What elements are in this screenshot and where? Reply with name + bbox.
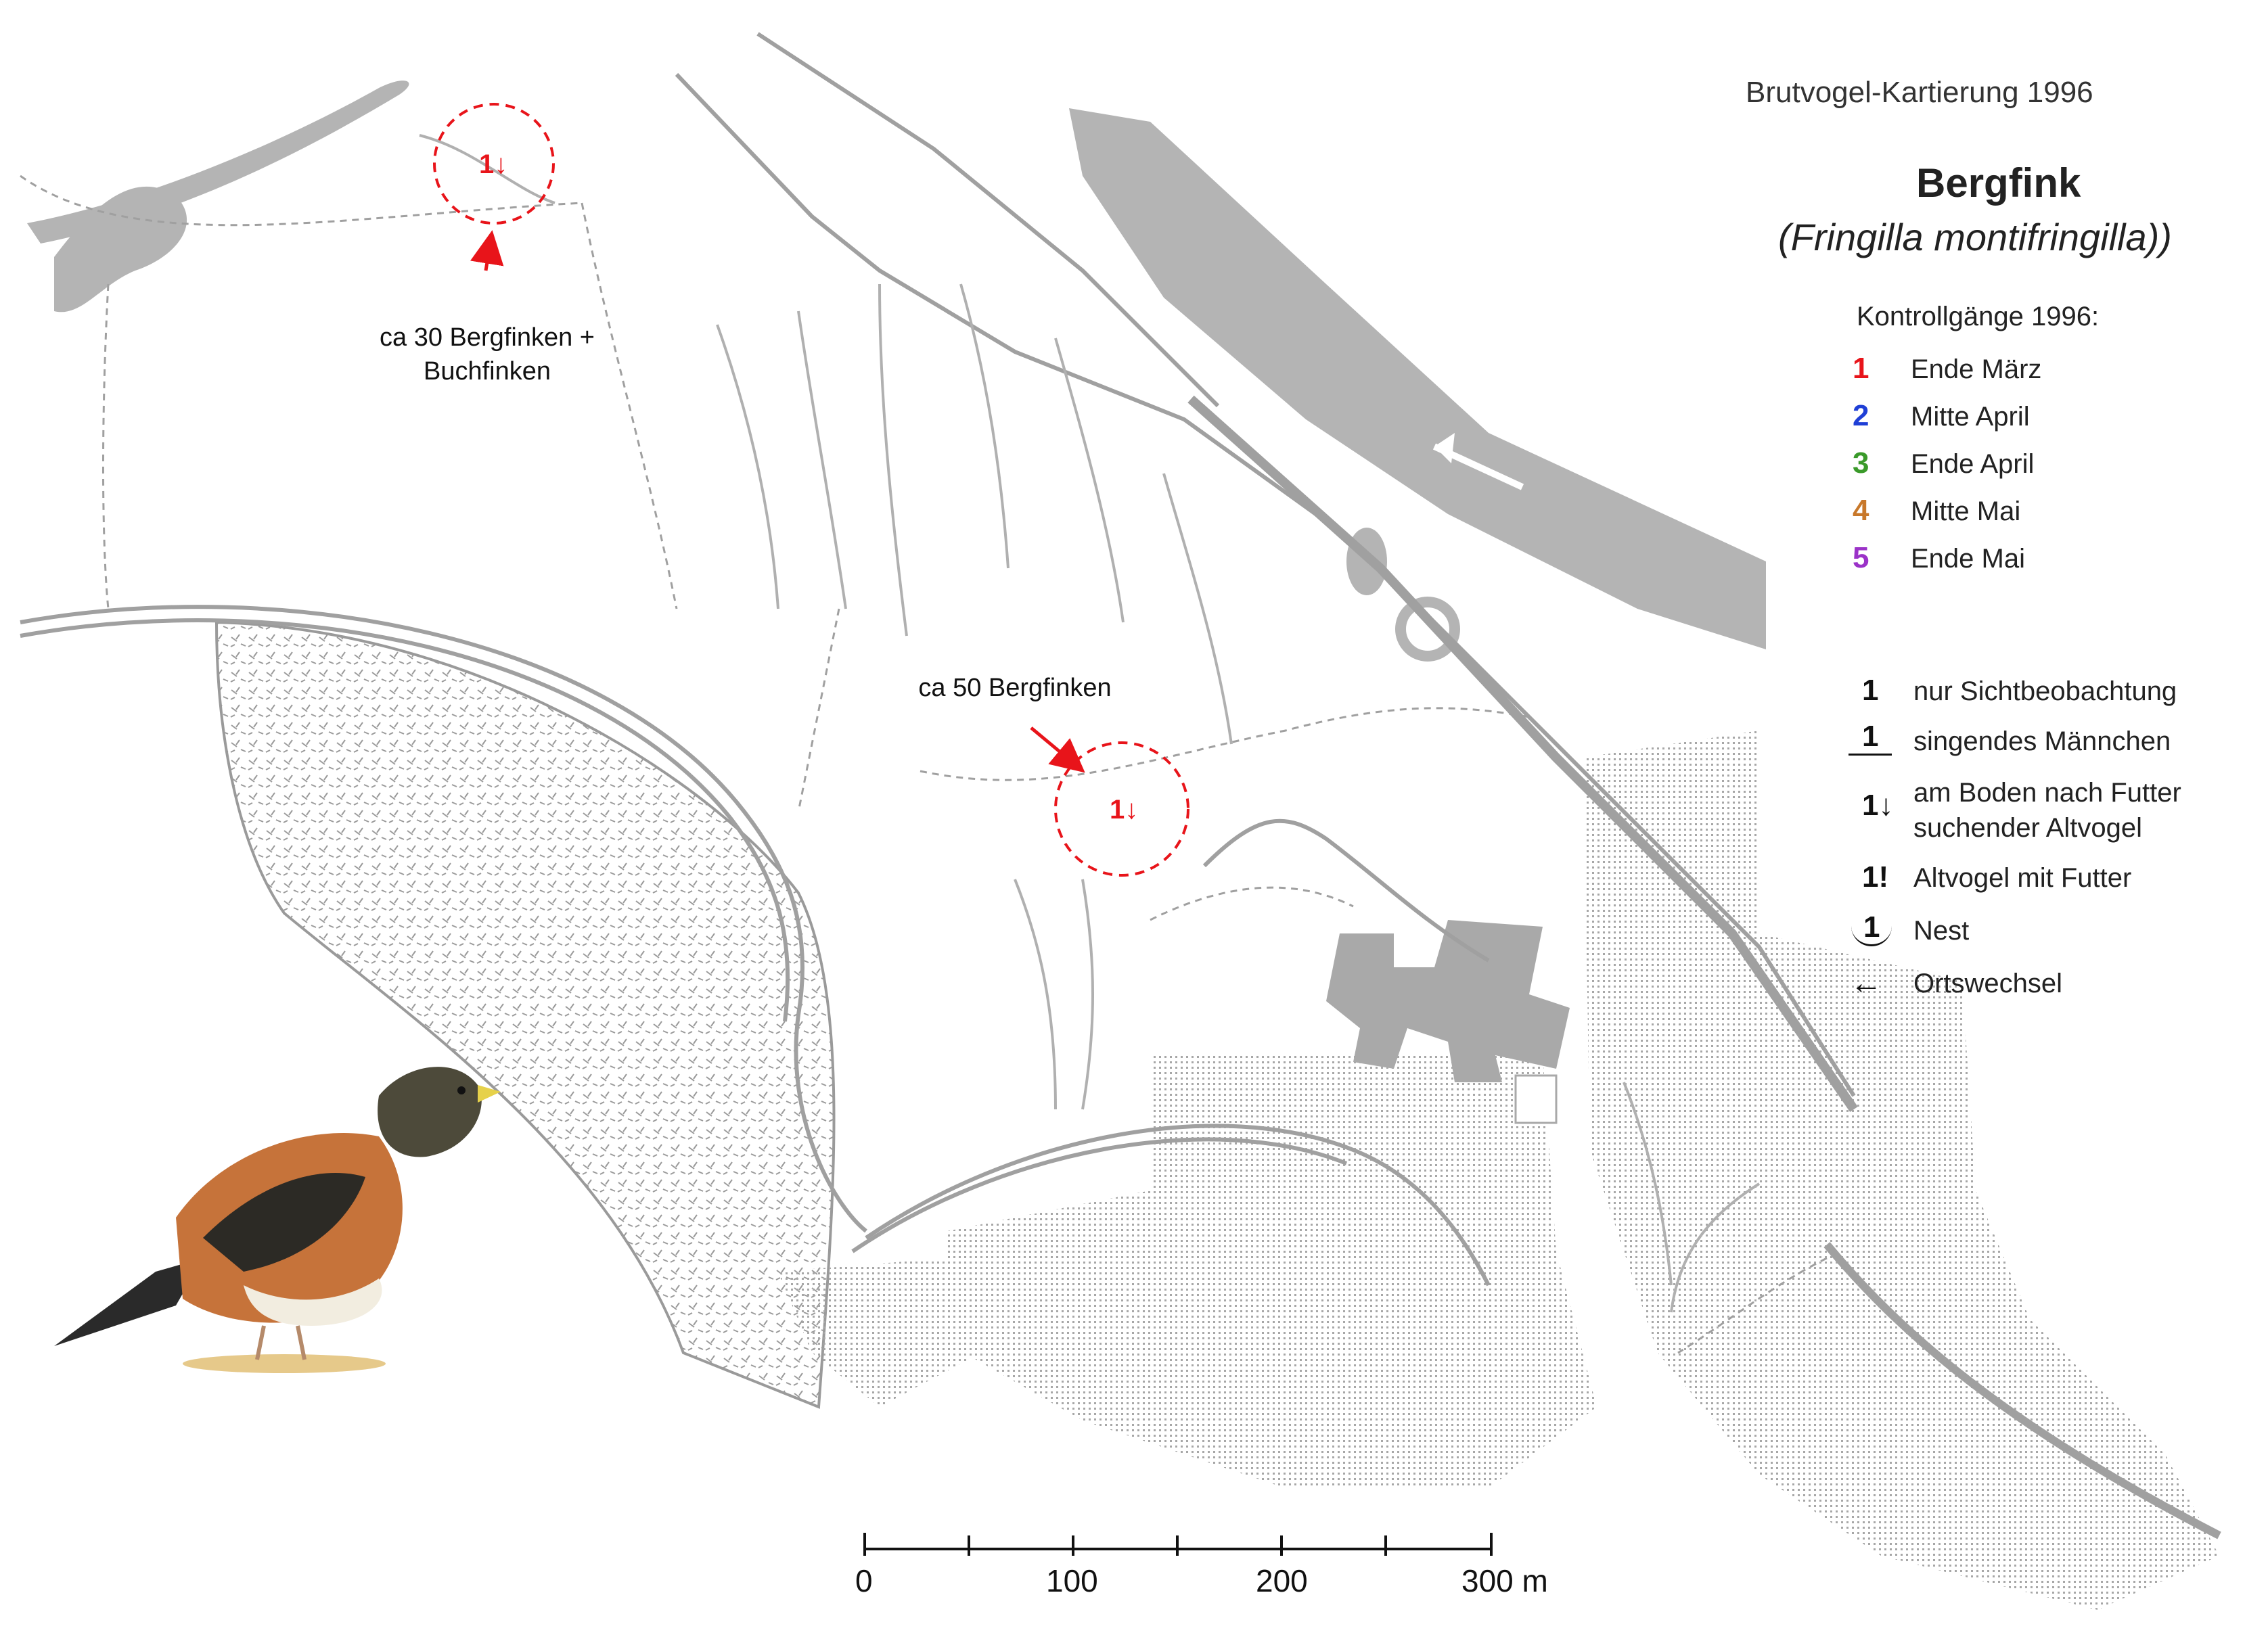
visit-number: 1 [1853,352,1869,385]
bird-illustration [54,1067,501,1373]
symbol-label: am Boden nach Futter suchender Altvogel [1913,778,2181,843]
river [1069,108,1766,649]
terrain-slopes [419,134,1761,1313]
symbol-label: Altvogel mit Futter [1913,863,2132,893]
annotation-north: ca 30 Bergfinken + Buchfinken [380,323,595,386]
scale-bar [863,1533,1493,1556]
footpaths [20,175,1828,1354]
observation-marker-north: 1↓ [433,103,555,271]
roads [20,32,2221,1540]
species-name: Bergfink [1916,160,2081,206]
scale-tick-label: 200 [1256,1563,1308,1598]
down-arrow-number-icon: 1↓ [1862,789,1894,822]
exclamation-number-icon: 1! [1862,860,1889,894]
annotation-center: ca 50 Bergfinken [918,674,1112,702]
underlined-number-icon: 1 [1849,720,1892,756]
visit-number: 3 [1853,446,1869,480]
lake-northwest [27,80,409,313]
scale-tick-label: 100 [1046,1563,1098,1598]
river-arrow [1432,433,1524,490]
plain-number-icon: 1 [1862,674,1879,707]
visit-label: Mitte April [1911,402,2030,432]
nest-arc-icon: 1 [1851,910,1892,946]
observation-marker-center: 1↓ [1030,726,1189,877]
scale-tick-label: 300 m [1461,1563,1548,1598]
visit-label: Ende April [1911,449,2035,479]
visit-number: 4 [1853,494,1869,527]
building-complex [1326,920,1570,1124]
symbol-label: nur Sichtbeobachtung [1913,676,2177,706]
left-arrow-icon: ← [1850,965,1882,1001]
legend-heading: Kontrollgänge 1996: [1857,302,2100,331]
pointer-arrow [1030,726,1085,773]
symbol-label: singendes Männchen [1913,726,2171,756]
scale-tick-label: 0 [855,1563,873,1598]
map-title: Brutvogel-Kartierung 1996 [1746,76,2093,109]
symbol-label: Nest [1913,916,1970,946]
observation-label: 1↓ [479,149,507,179]
visit-number: 2 [1853,399,1869,432]
symbol-label: Ortswechsel [1913,969,2063,998]
visit-label: Ende März [1911,354,2042,384]
visit-number: 5 [1853,541,1869,574]
species-latin-name: (Fringilla montifringilla)) [1778,216,2172,258]
visit-label: Ende Mai [1911,544,2025,574]
observation-label: 1↓ [1110,795,1138,825]
pointer-arrow [470,230,504,271]
dashed-meadow-area [214,620,836,1409]
visit-label: Mitte Mai [1911,496,2021,526]
